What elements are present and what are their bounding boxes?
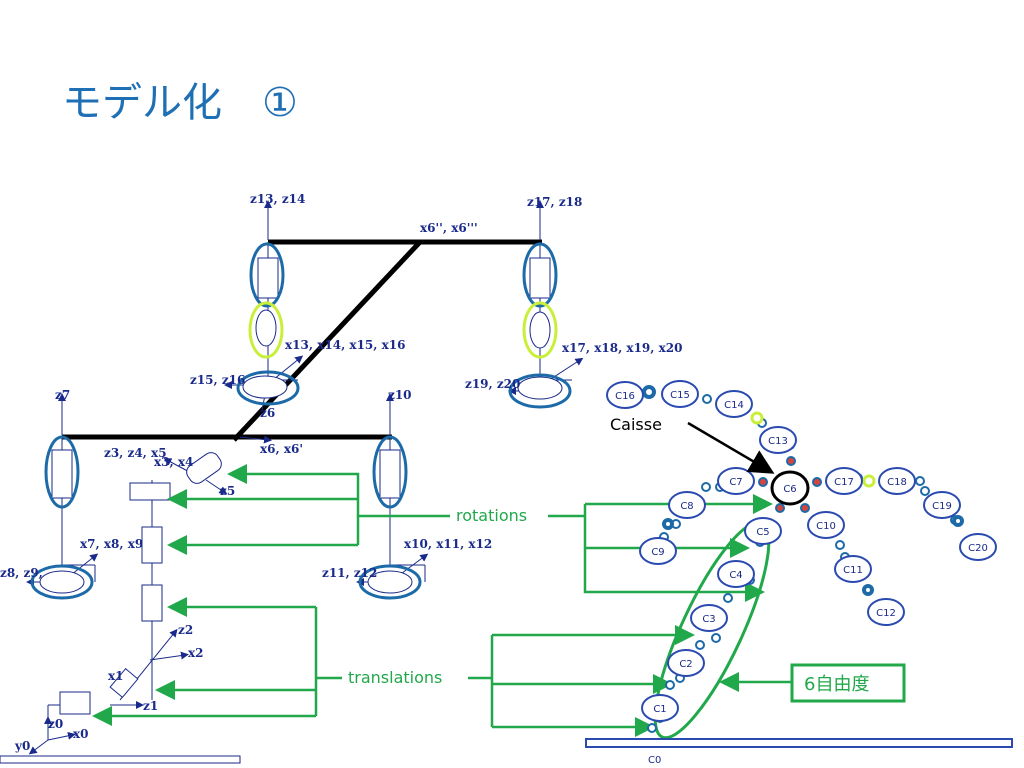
node-C11: C11	[843, 565, 863, 576]
label-z17-z18: z17, z18	[527, 195, 582, 209]
node-C17: C17	[834, 477, 854, 488]
slide-title: モデル化 ①	[62, 80, 298, 126]
node-C13: C13	[768, 436, 788, 447]
label-x6pp: x6'', x6'''	[420, 221, 478, 235]
node-C18: C18	[887, 477, 907, 488]
node-C3: C3	[702, 614, 715, 625]
node-C12: C12	[876, 608, 896, 619]
node-C14: C14	[724, 400, 744, 411]
node-C7: C7	[729, 477, 742, 488]
label-z15-z16: z15, z16	[190, 373, 245, 387]
label-z11-z12: z11, z12	[322, 566, 377, 580]
label-x17: x17, x18, x19, x20	[562, 341, 682, 355]
node-C10: C10	[816, 521, 836, 532]
node-C5: C5	[756, 527, 769, 538]
label-z7: z7	[55, 388, 70, 402]
label-x0: x0	[73, 727, 89, 741]
label-z19-z20: z19, z20	[465, 377, 520, 391]
label-x3-x4: x3, x4	[154, 455, 193, 469]
diagonal-beam	[232, 240, 422, 442]
label-z13-z14: z13, z14	[250, 192, 305, 206]
annotation-brackets	[92, 464, 792, 740]
ground-right	[585, 738, 1013, 748]
label-x13: x13, x14, x15, x16	[285, 338, 405, 352]
node-C2: C2	[679, 659, 692, 670]
node-C4: C4	[729, 570, 742, 581]
label-x2: x2	[188, 646, 204, 660]
node-C16: C16	[615, 391, 635, 402]
label-z5: z5	[220, 484, 235, 498]
node-C0: C0	[648, 755, 661, 766]
node-graph: C0	[585, 380, 1013, 766]
node-C9: C9	[651, 547, 664, 558]
label-z1: z1	[143, 699, 158, 713]
label-x1: x1	[108, 669, 124, 683]
label-y0: y0	[14, 739, 30, 753]
node-C19: C19	[932, 501, 952, 512]
label-z10: z10	[388, 388, 412, 402]
node-C8: C8	[680, 501, 693, 512]
label-x7: x7, x8, x9	[80, 537, 143, 551]
dof-label: 6自由度	[804, 674, 869, 695]
joint-highlights	[30, 242, 572, 600]
label-z0: z0	[48, 717, 63, 731]
robot-schematic: z13, z14 z17, z18 x6'', x6''' x13, x14, …	[0, 192, 682, 764]
node-C15: C15	[670, 390, 690, 401]
dof-box	[790, 663, 906, 703]
node-C1: C1	[653, 704, 666, 715]
label-z8-z9: z8, z9,	[0, 566, 43, 580]
label-z6: z6	[260, 406, 275, 420]
ground-left	[0, 755, 241, 764]
caisse-label: Caisse	[610, 415, 662, 434]
label-z3: z3, z4, x5	[104, 446, 167, 460]
label-x10: x10, x11, x12	[404, 537, 492, 551]
rotations-label: rotations	[456, 506, 527, 525]
node-C6: C6	[783, 484, 796, 495]
node-C20: C20	[968, 543, 988, 554]
label-z2: z2	[178, 623, 193, 637]
label-x6: x6, x6'	[260, 442, 303, 456]
translations-label: translations	[348, 668, 442, 687]
